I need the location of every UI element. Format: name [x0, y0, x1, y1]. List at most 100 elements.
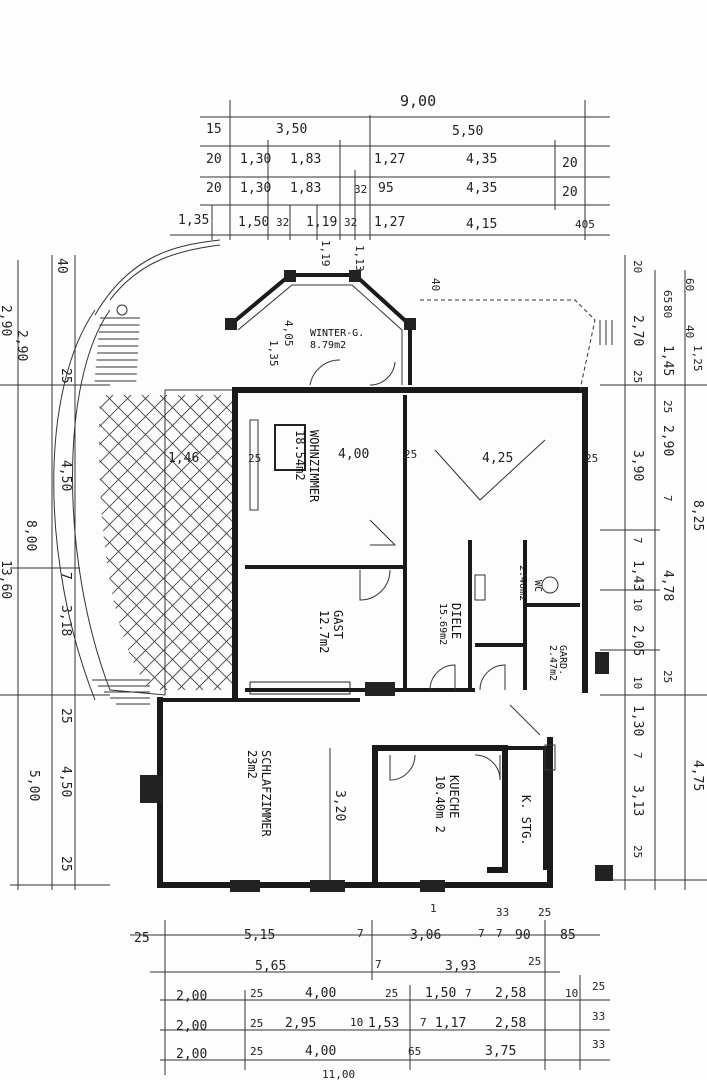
hatch-line — [99, 395, 150, 690]
left-outer-0: 2,90 — [14, 330, 29, 361]
right-col1-3: 3,90 — [630, 450, 645, 481]
interior-dim-5: 4,05 — [282, 320, 295, 347]
kueche-area: 10.40m 2 — [433, 775, 447, 833]
left-outer-2: 5,00 — [26, 770, 41, 801]
bottom-r3-8: 25 — [592, 980, 605, 993]
top-dim-r4-4: 32 — [344, 216, 357, 229]
doors — [359, 439, 546, 781]
left-inner-2: 4,50 — [58, 460, 73, 491]
hatch-line — [177, 395, 232, 690]
right-col3-0: 1,25 — [691, 345, 704, 372]
bottom-r5-1: 25 — [250, 1045, 263, 1058]
top-dim-r4-1: 1,50 — [238, 215, 269, 230]
bottom-r1-5: 33 — [496, 906, 509, 919]
wc-area: 2.40m2 — [517, 565, 528, 601]
right-col2-3: 40 — [683, 325, 696, 338]
hatch-line — [105, 395, 232, 690]
right-dimension-lines — [600, 255, 707, 890]
interior-dim-0: 4,00 — [338, 447, 369, 462]
winter-garden-area: 8.79m2 — [310, 340, 346, 351]
garderobe-area: 2.47m2 — [547, 645, 558, 681]
hatch-line — [502, 395, 707, 690]
hatch-line — [99, 395, 232, 690]
bottom-r4-6: 1,17 — [435, 1016, 466, 1031]
left-inner-5: 25 — [58, 708, 73, 724]
bottom-r4-7: 2,58 — [495, 1016, 526, 1031]
hatch-line — [99, 395, 132, 690]
diele-area: 15.69m2 — [437, 603, 448, 645]
left-inner-3: 7 — [58, 572, 73, 580]
right-col2-8: 4,78 — [660, 570, 675, 601]
hatch-line — [123, 395, 232, 690]
gast-name: GAST — [331, 610, 345, 639]
bottom-r1-6: 7 — [496, 927, 503, 940]
top-dim-r1-0: 15 — [206, 122, 222, 137]
bottom-r1-3: 3,06 — [410, 928, 441, 943]
hatch-line — [99, 395, 186, 690]
wohnzimmer-area: 18.54m2 — [293, 430, 307, 481]
hatch-line — [99, 395, 204, 690]
interior-dim-6: 3,20 — [332, 790, 347, 821]
bottom-r3-2: 4,00 — [305, 986, 336, 1001]
bottom-r5-3: 65 — [408, 1045, 421, 1058]
left-partial-0: 2,90 — [0, 305, 13, 336]
bottom-r1-7: 90 — [515, 928, 531, 943]
right-col2-5: 25 — [661, 400, 674, 413]
bottom-r3-4: 1,50 — [425, 986, 456, 1001]
right-col2-7: 7 — [661, 495, 674, 502]
wc-name: WC — [532, 580, 543, 592]
right-col1-6: 10 — [631, 598, 644, 611]
right-col1-1: 2,70 — [630, 315, 645, 346]
hatch-line — [99, 395, 232, 690]
top-dim-r4-2: 32 — [276, 216, 289, 229]
winter-garden-outline — [225, 270, 416, 386]
top-dim-r4-6: 4,15 — [466, 217, 497, 232]
terrace-hatching — [0, 395, 707, 690]
right-top-small-0: 40 — [429, 278, 442, 291]
hatch-line — [99, 395, 232, 690]
gast-area: 12.7m2 — [317, 610, 331, 653]
top-dim-r3-6: 20 — [562, 185, 578, 200]
top-dimension-lines — [170, 100, 610, 240]
left-partial-1: 13,60 — [0, 560, 13, 599]
hatch-line — [195, 395, 232, 690]
hatch-line — [99, 395, 232, 690]
interior-dim-7: 1,46 — [168, 451, 199, 466]
right-col1-2: 25 — [631, 370, 644, 383]
hatch-line — [99, 395, 168, 690]
hatch-line — [99, 395, 232, 690]
right-col2-4: 1,45 — [660, 345, 675, 376]
bottom-r1-9: 85 — [560, 928, 576, 943]
right-col1-4: 7 — [631, 537, 644, 544]
interior-dim-3: 25 — [248, 452, 261, 465]
left-inner-1: 25 — [58, 368, 73, 384]
left-inner-6: 4,50 — [58, 766, 73, 797]
bottom-r4-2: 2,95 — [285, 1016, 316, 1031]
bottom-r1-8: 25 — [538, 906, 551, 919]
schlafzimmer-area: 23m2 — [245, 750, 259, 779]
other-label-0: 1 — [430, 902, 437, 915]
top-dim-r2-2: 1,83 — [290, 152, 321, 167]
hatch-line — [502, 395, 707, 690]
right-col3-2: 4,75 — [690, 760, 705, 791]
bottom-r4-4: 1,53 — [368, 1016, 399, 1031]
right-col2-1: 60 — [683, 278, 696, 291]
right-col1-0: 20 — [631, 260, 644, 273]
bottom-r2-1: 7 — [375, 958, 382, 971]
hatch-line — [105, 395, 232, 690]
right-col2-6: 2,90 — [660, 425, 675, 456]
interior-dim-4: 1,35 — [267, 340, 280, 367]
bottom-r2-0: 5,65 — [255, 959, 286, 974]
hatch-line — [177, 395, 232, 690]
top-dim-r2-4: 4,35 — [466, 152, 497, 167]
bottom-r1-1: 5,15 — [244, 928, 275, 943]
hatch-line — [0, 395, 95, 690]
top-dim-r3-4: 95 — [378, 181, 394, 196]
bottom-r4-1: 25 — [250, 1017, 263, 1030]
top-dim-r2-0: 20 — [206, 152, 222, 167]
top-dim-r1-2: 5,50 — [452, 124, 483, 139]
bottom-total-dim: 11,00 — [322, 1068, 355, 1080]
right-col3-1: 8,25 — [690, 500, 705, 531]
hatch-line — [123, 395, 232, 690]
